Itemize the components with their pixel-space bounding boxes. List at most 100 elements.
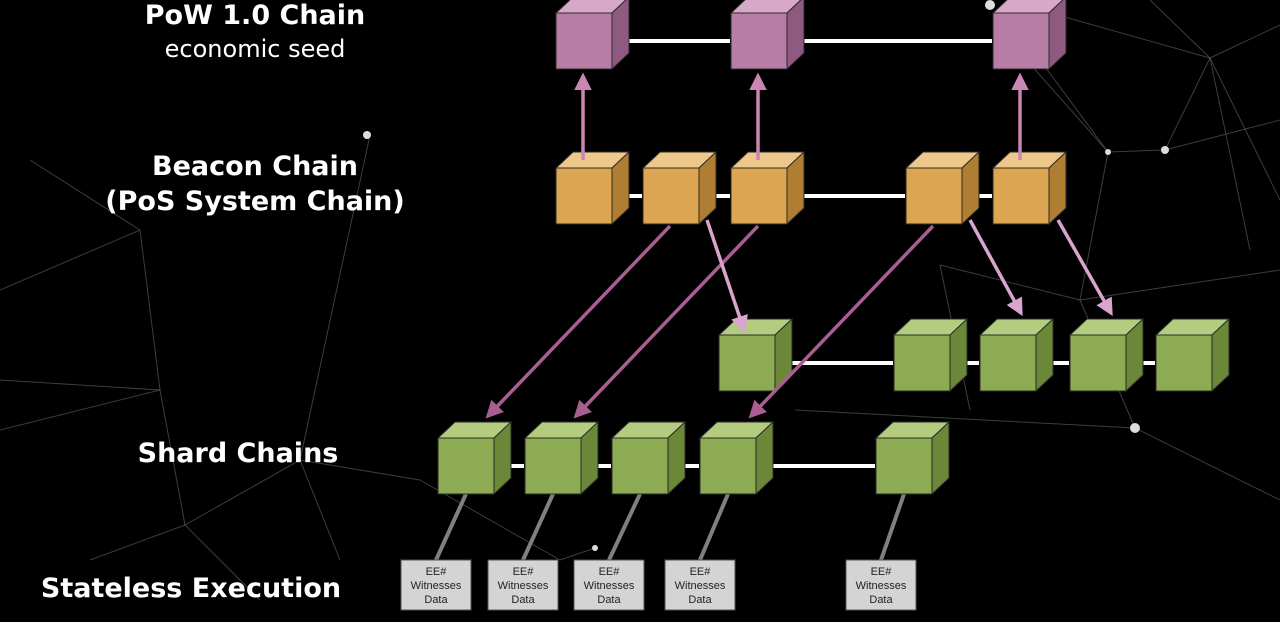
pow-chain-title: PoW 1.0 Chain: [144, 0, 366, 31]
network-line: [1039, 9, 1211, 59]
network-line: [1209, 24, 1280, 59]
network-line: [1164, 119, 1280, 151]
cube-front-face: [555, 167, 613, 225]
beacon-block-cube: [991, 150, 1068, 226]
beacon-block-cube: [729, 150, 806, 226]
cube-front-face: [992, 167, 1050, 225]
network-line: [939, 264, 1081, 301]
shard-block-cube: [610, 420, 687, 496]
shard-block-cube: [717, 317, 794, 393]
network-line: [0, 389, 161, 431]
stateless-execution-label: Stateless Execution: [40, 573, 342, 604]
network-line: [299, 134, 371, 461]
network-node: [592, 545, 598, 551]
stateless-box-frame: [400, 559, 472, 611]
stateless-box-line: Witnesses: [856, 580, 907, 592]
shard-block-cube: [698, 420, 775, 496]
pow-block-cube: [554, 0, 630, 71]
stateless-connector: [434, 493, 468, 561]
stateless-box-frame: [487, 559, 559, 611]
network-line: [794, 409, 1136, 429]
shard-block-cube: [1068, 317, 1145, 393]
block-cubes: [436, 0, 1231, 496]
beacon-chain-label: Beacon Chain (PoS System Chain): [100, 150, 410, 220]
shard-block-cube: [436, 420, 513, 496]
cube-side-face: [786, 0, 805, 71]
stateless-connector: [698, 493, 730, 561]
cube-front-face: [718, 334, 776, 392]
stateless-box-line: EE#: [426, 566, 448, 578]
network-node: [1105, 149, 1111, 155]
network-line: [1039, 59, 1109, 153]
network-line: [299, 459, 421, 481]
cube-front-face: [893, 334, 951, 392]
cube-side-face: [1048, 0, 1067, 71]
cube-front-face: [730, 167, 788, 225]
stateless-box-frame: [573, 559, 645, 611]
shard-chains-label: Shard Chains: [137, 438, 339, 469]
network-line: [1209, 57, 1280, 201]
pow-chain-subtitle: economic seed: [164, 35, 346, 63]
beacon-to-shard-arrow: [485, 224, 672, 419]
network-line: [89, 524, 186, 561]
stateless-connector: [521, 493, 555, 561]
stateless-box-line: EE#: [871, 566, 893, 578]
stateless-box-line: Data: [869, 594, 893, 606]
stateless-box-line: Witnesses: [498, 580, 549, 592]
beacon-block-cube: [554, 150, 631, 226]
shard-block-cube: [1154, 317, 1231, 393]
stateless-connector: [607, 493, 642, 561]
cube-front-face: [979, 334, 1037, 392]
cube-front-face: [699, 437, 757, 495]
beacon-to-shard-arrow: [705, 219, 748, 334]
network-node: [985, 0, 995, 10]
network-line: [1149, 0, 1211, 59]
stateless-box-line: Data: [424, 594, 448, 606]
network-line: [184, 459, 301, 526]
network-line: [1079, 269, 1280, 301]
network-line: [0, 379, 161, 391]
stateless-box-line: Data: [511, 594, 535, 606]
cube-front-face: [992, 12, 1050, 70]
cube-front-face: [642, 167, 700, 225]
network-line: [159, 389, 186, 526]
cube-front-face: [437, 437, 495, 495]
cube-front-face: [1069, 334, 1127, 392]
stateless-box-line: Witnesses: [675, 580, 726, 592]
stateless-box-line: EE#: [690, 566, 712, 578]
stateless-box-line: Witnesses: [411, 580, 462, 592]
network-background: [0, 0, 1280, 601]
stateless-box-line: Data: [688, 594, 712, 606]
network-line: [1107, 149, 1166, 153]
beacon-to-shard-arrow: [748, 224, 935, 419]
network-line: [0, 229, 141, 291]
cube-front-face: [524, 437, 582, 495]
stateless-box-line: Data: [597, 594, 621, 606]
shard-block-cube: [978, 317, 1055, 393]
pow-block-cube: [729, 0, 805, 71]
cube-front-face: [730, 12, 788, 70]
cube-front-face: [611, 437, 669, 495]
network-line: [299, 459, 341, 561]
beacon-block-cube: [904, 150, 981, 226]
stateless-box-frame: [664, 559, 736, 611]
chain-arrows: [492, 32, 1155, 475]
network-node: [363, 131, 371, 139]
network-line: [1164, 57, 1211, 151]
network-line: [559, 547, 596, 561]
network-line: [1134, 427, 1280, 501]
network-node: [1161, 146, 1169, 154]
stateless-box-line: EE#: [599, 566, 621, 578]
pow-chain-label: PoW 1.0 Chain economic seed: [140, 0, 370, 66]
network-line: [139, 229, 161, 391]
cube-front-face: [1155, 334, 1213, 392]
network-line: [184, 524, 261, 601]
stateless-box-line: EE#: [513, 566, 535, 578]
network-line: [1209, 57, 1251, 251]
beacon-to-shard-arrow: [1056, 219, 1113, 317]
pow-block-cube: [991, 0, 1067, 71]
